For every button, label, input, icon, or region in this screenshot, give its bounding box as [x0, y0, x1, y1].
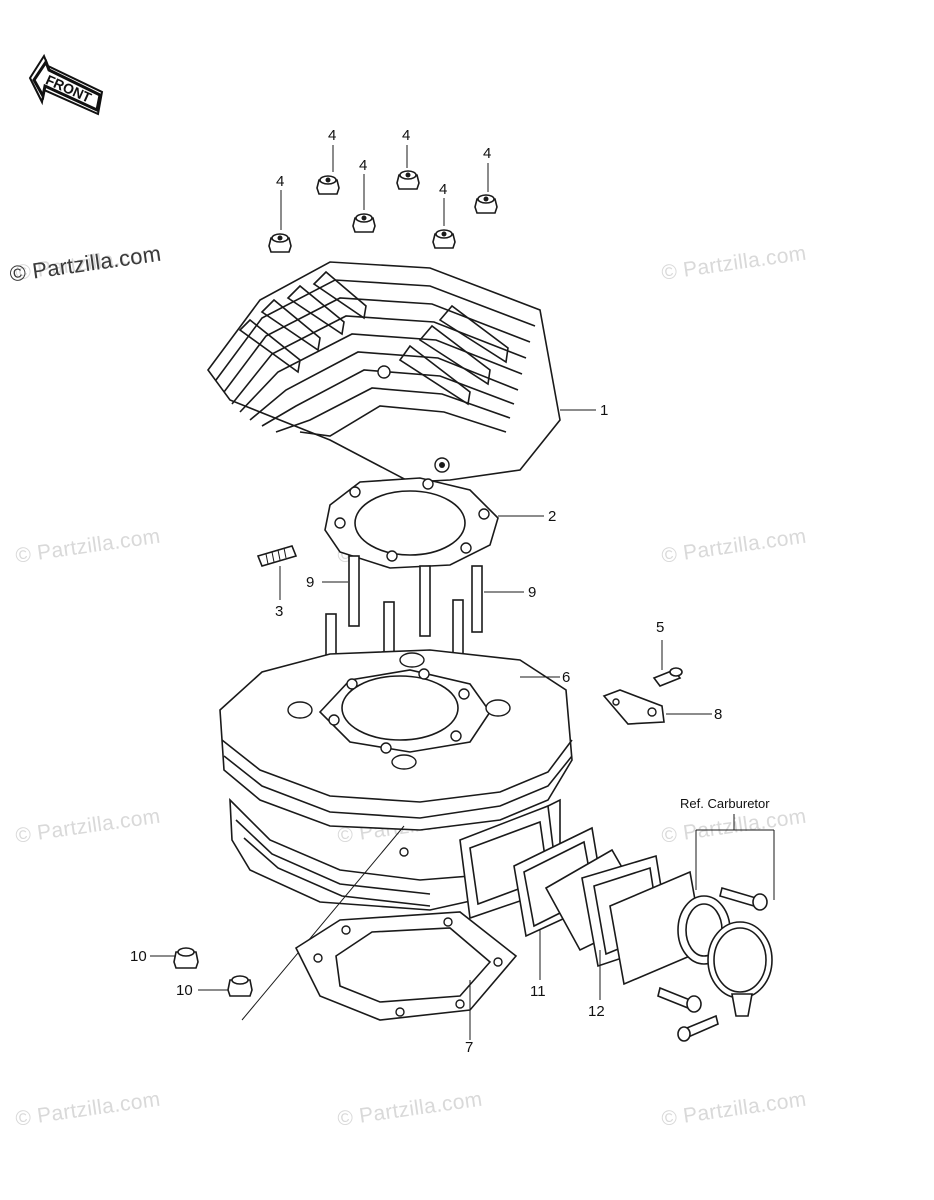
callout-12: 12: [588, 1003, 605, 1020]
callout-4: 4: [483, 145, 491, 162]
cap-nut: [396, 170, 420, 190]
callout-8: 8: [714, 706, 722, 723]
callout-10: 10: [176, 982, 193, 999]
callout-4: 4: [439, 181, 447, 198]
callout-9: 9: [306, 574, 314, 591]
screw: [657, 986, 702, 1013]
callout-11: 11: [530, 983, 546, 1000]
base-gasket: 7: [294, 911, 518, 1056]
callout-9: 9: [528, 584, 536, 601]
callout-4: 4: [402, 127, 410, 144]
bracket-part-8: 8: [602, 689, 722, 725]
callout-1: 1: [600, 402, 608, 419]
cylinder-block: 6: [219, 649, 573, 1021]
callout-5: 5: [656, 619, 664, 636]
callout-3: 3: [275, 603, 283, 620]
screw: [719, 886, 768, 911]
nut-part-10-group: 10 10: [130, 947, 253, 999]
head-gasket: 2: [324, 477, 556, 569]
callout-6: 6: [562, 669, 570, 686]
callout-10: 10: [130, 948, 147, 965]
callout-7: 7: [465, 1039, 473, 1056]
carburetor-reference: Ref. Carburetor: [657, 796, 775, 1042]
callout-4: 4: [276, 173, 284, 190]
screw: [677, 1014, 719, 1042]
cap-nut: [316, 175, 340, 195]
bolt-part-5: 5: [652, 619, 683, 687]
stud-bolts: 3 9 9: [256, 545, 536, 685]
nut-part-4-group: 4 4 4 4 4 4: [268, 127, 498, 253]
stud-part-3: [256, 545, 298, 567]
callout-4: 4: [359, 157, 367, 174]
reed-valve-assembly: 11 12: [459, 804, 731, 1020]
cap-nut: [474, 194, 498, 214]
reference-carburetor-label: Ref. Carburetor: [680, 796, 770, 811]
callout-2: 2: [548, 508, 556, 525]
stud: [348, 555, 360, 627]
callout-4: 4: [328, 127, 336, 144]
front-direction-arrow: FRONT: [28, 53, 104, 116]
cap-nut: [268, 233, 292, 253]
cap-nut: [352, 213, 376, 233]
stud: [471, 565, 483, 633]
stud: [419, 565, 431, 637]
cylinder-head: 1: [207, 261, 608, 483]
cap-nut: [432, 229, 456, 249]
